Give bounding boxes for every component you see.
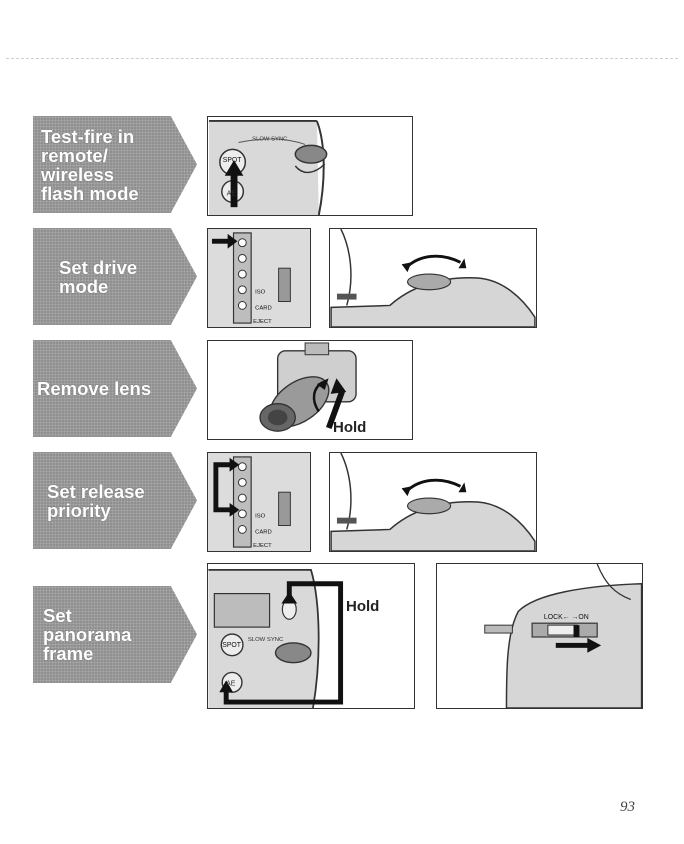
- eject-label: EJECT: [253, 319, 272, 325]
- illustration-remove-lens: Hold: [207, 340, 413, 440]
- camera-top-flash-illustration: SPOT SLOW SYNC AE: [208, 117, 412, 215]
- ae-button-label: AE: [226, 680, 236, 687]
- iso-label: ISO: [255, 514, 266, 520]
- illustration-drive-mode-buttons: ISO CARD EJECT: [207, 228, 311, 328]
- card-label: CARD: [255, 529, 272, 535]
- illustration-panorama-top: SPOT SLOW SYNC AE Hold: [207, 563, 415, 709]
- step-text: Set release priority: [47, 482, 145, 520]
- step-text: Remove lens: [37, 379, 151, 398]
- slow-sync-label: SLOW SYNC: [252, 137, 288, 143]
- slow-sync-label: SLOW SYNC: [248, 637, 284, 643]
- step-label-remove-lens: Remove lens: [33, 340, 197, 437]
- illustration-drive-mode-dial: [329, 228, 537, 328]
- ae-button-label: AE: [227, 190, 237, 197]
- step-label-release-priority: Set release priority: [33, 452, 197, 549]
- lock-on-switch-label: LOCK← →ON: [544, 614, 589, 621]
- illustration-test-fire: SPOT SLOW SYNC AE: [207, 116, 413, 216]
- page-number: 93: [620, 799, 635, 816]
- hold-label: Hold: [333, 419, 366, 436]
- side-panel-buttons-illustration: ISO CARD EJECT: [208, 453, 310, 551]
- side-panel-buttons-illustration: ISO CARD EJECT: [208, 229, 310, 327]
- hold-label: Hold: [346, 598, 379, 615]
- camera-top-hold-illustration: SPOT SLOW SYNC AE: [208, 564, 414, 708]
- eject-label: EJECT: [253, 543, 272, 549]
- iso-label: ISO: [255, 290, 266, 296]
- illustration-release-priority-dial: [329, 452, 537, 552]
- card-label: CARD: [255, 305, 272, 311]
- step-label-test-fire: Test-fire in remote/ wireless flash mode: [33, 116, 197, 213]
- illustration-release-priority-buttons: ISO CARD EJECT: [207, 452, 311, 552]
- camera-lens-removal-illustration: [208, 341, 412, 439]
- step-label-panorama-frame: Set panorama frame: [33, 586, 197, 683]
- step-text: Test-fire in remote/ wireless flash mode: [41, 127, 139, 203]
- step-label-drive-mode: Set drive mode: [33, 228, 197, 325]
- illustration-panorama-switch: LOCK← →ON: [436, 563, 643, 709]
- step-text: Set panorama frame: [43, 606, 131, 663]
- command-dial-illustration: [330, 229, 536, 327]
- spot-button-label: SPOT: [222, 642, 242, 649]
- command-dial-illustration: [330, 453, 536, 551]
- spot-button-label: SPOT: [223, 157, 242, 164]
- top-rule: [6, 58, 678, 59]
- camera-back-lock-switch-illustration: LOCK← →ON: [437, 564, 642, 708]
- step-text: Set drive mode: [59, 258, 137, 296]
